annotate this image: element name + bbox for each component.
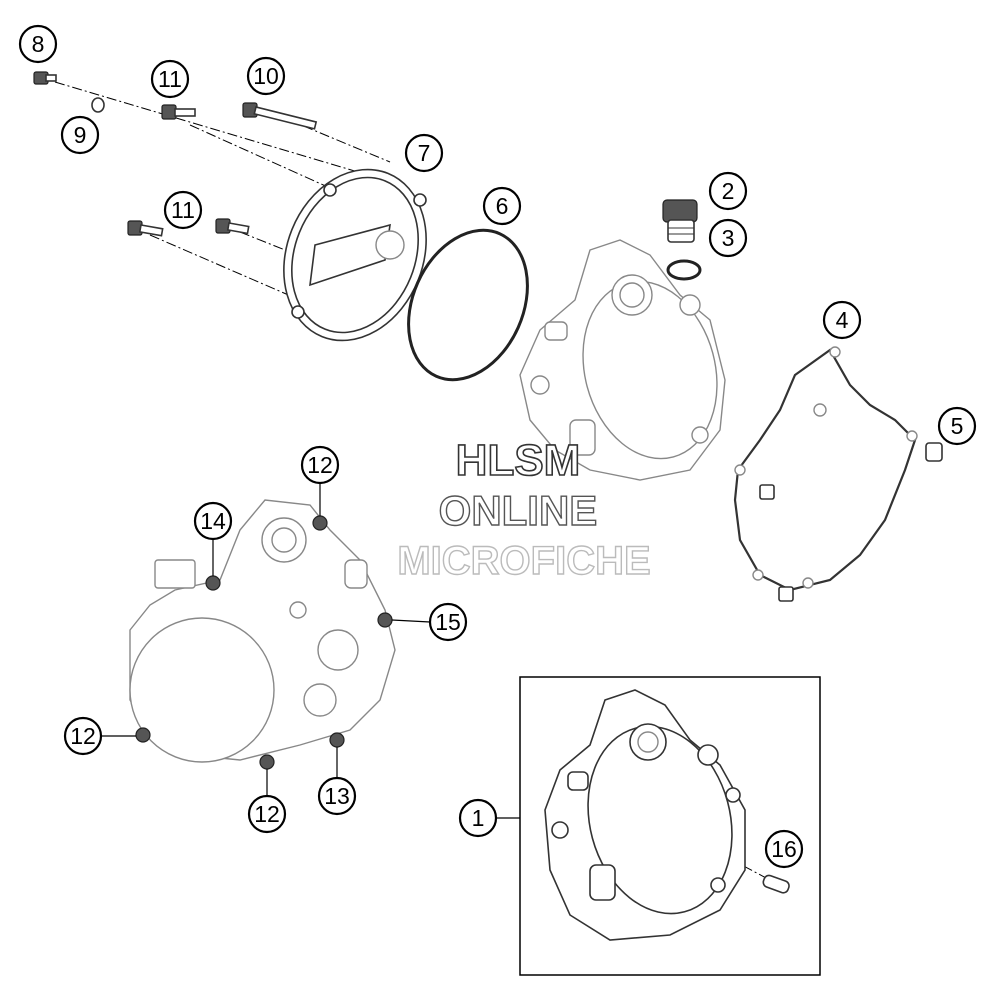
callout-9[interactable]: 9	[60, 115, 100, 155]
callout-12-top[interactable]: 12	[300, 445, 340, 485]
callout-5[interactable]: 5	[937, 406, 977, 446]
svg-text:8: 8	[32, 31, 45, 57]
part-1-clutch-cover-assembly	[544, 689, 746, 941]
callout-2[interactable]: 2	[708, 171, 748, 211]
svg-text:3: 3	[722, 225, 735, 251]
svg-text:4: 4	[836, 307, 849, 333]
callout-1[interactable]: 1	[458, 798, 498, 838]
gasket-dowel-lower	[778, 586, 794, 602]
part-5-dowel	[925, 442, 943, 462]
svg-text:11: 11	[171, 197, 195, 223]
watermark-line-3: MICROFICHE	[397, 539, 650, 583]
watermark: HLSM ONLINE MICROFICHE	[397, 435, 652, 584]
inset-box-part-1	[519, 676, 821, 976]
callout-3[interactable]: 3	[708, 218, 748, 258]
svg-text:13: 13	[324, 783, 350, 809]
watermark-line-2: ONLINE	[439, 487, 598, 534]
callout-12-bottom[interactable]: 12	[247, 794, 287, 834]
callout-15[interactable]: 15	[428, 602, 468, 642]
callout-11-upper[interactable]: 11	[150, 59, 190, 99]
part-11-screw-lower-right	[215, 218, 250, 235]
svg-text:16: 16	[771, 836, 797, 862]
clutch-cover-upper	[519, 239, 726, 481]
part-4-gasket	[733, 346, 918, 592]
callout-13[interactable]: 13	[317, 776, 357, 816]
part-11-screw-lower-left	[127, 220, 164, 237]
callout-11-lower[interactable]: 11	[163, 190, 203, 230]
svg-text:9: 9	[74, 122, 87, 148]
svg-text:15: 15	[435, 609, 461, 635]
callout-8[interactable]: 8	[18, 24, 58, 64]
watermark-line-1: HLSM	[456, 436, 581, 485]
callout-16[interactable]: 16	[764, 829, 804, 869]
leader-lines	[101, 483, 520, 819]
svg-text:7: 7	[418, 140, 431, 166]
part-7-outer-cover	[283, 168, 427, 342]
svg-text:10: 10	[253, 63, 279, 89]
svg-text:11: 11	[158, 66, 182, 92]
gasket-dowel-upper	[759, 484, 775, 500]
callout-12-left[interactable]: 12	[63, 716, 103, 756]
part-11-screw-upper	[161, 104, 196, 120]
part-3-seal-ring	[666, 259, 702, 281]
part-6-o-ring	[407, 228, 529, 382]
part-9-washer	[91, 97, 105, 113]
svg-text:14: 14	[200, 508, 226, 534]
svg-text:12: 12	[70, 723, 96, 749]
callout-14[interactable]: 14	[193, 501, 233, 541]
ignition-cover-nuts	[135, 515, 393, 770]
svg-text:6: 6	[496, 193, 509, 219]
svg-text:12: 12	[307, 452, 333, 478]
callout-10[interactable]: 10	[246, 56, 286, 96]
part-2-plug	[662, 199, 698, 243]
svg-text:12: 12	[254, 801, 280, 827]
callout-6[interactable]: 6	[482, 186, 522, 226]
part-16-pin	[762, 874, 790, 894]
svg-text:2: 2	[722, 178, 735, 204]
ignition-cover	[129, 499, 396, 763]
part-10-long-bolt	[242, 102, 318, 130]
callout-7[interactable]: 7	[404, 133, 444, 173]
callout-4[interactable]: 4	[822, 300, 862, 340]
svg-text:5: 5	[951, 413, 964, 439]
part-8-screw	[33, 71, 57, 85]
svg-text:1: 1	[472, 805, 485, 831]
